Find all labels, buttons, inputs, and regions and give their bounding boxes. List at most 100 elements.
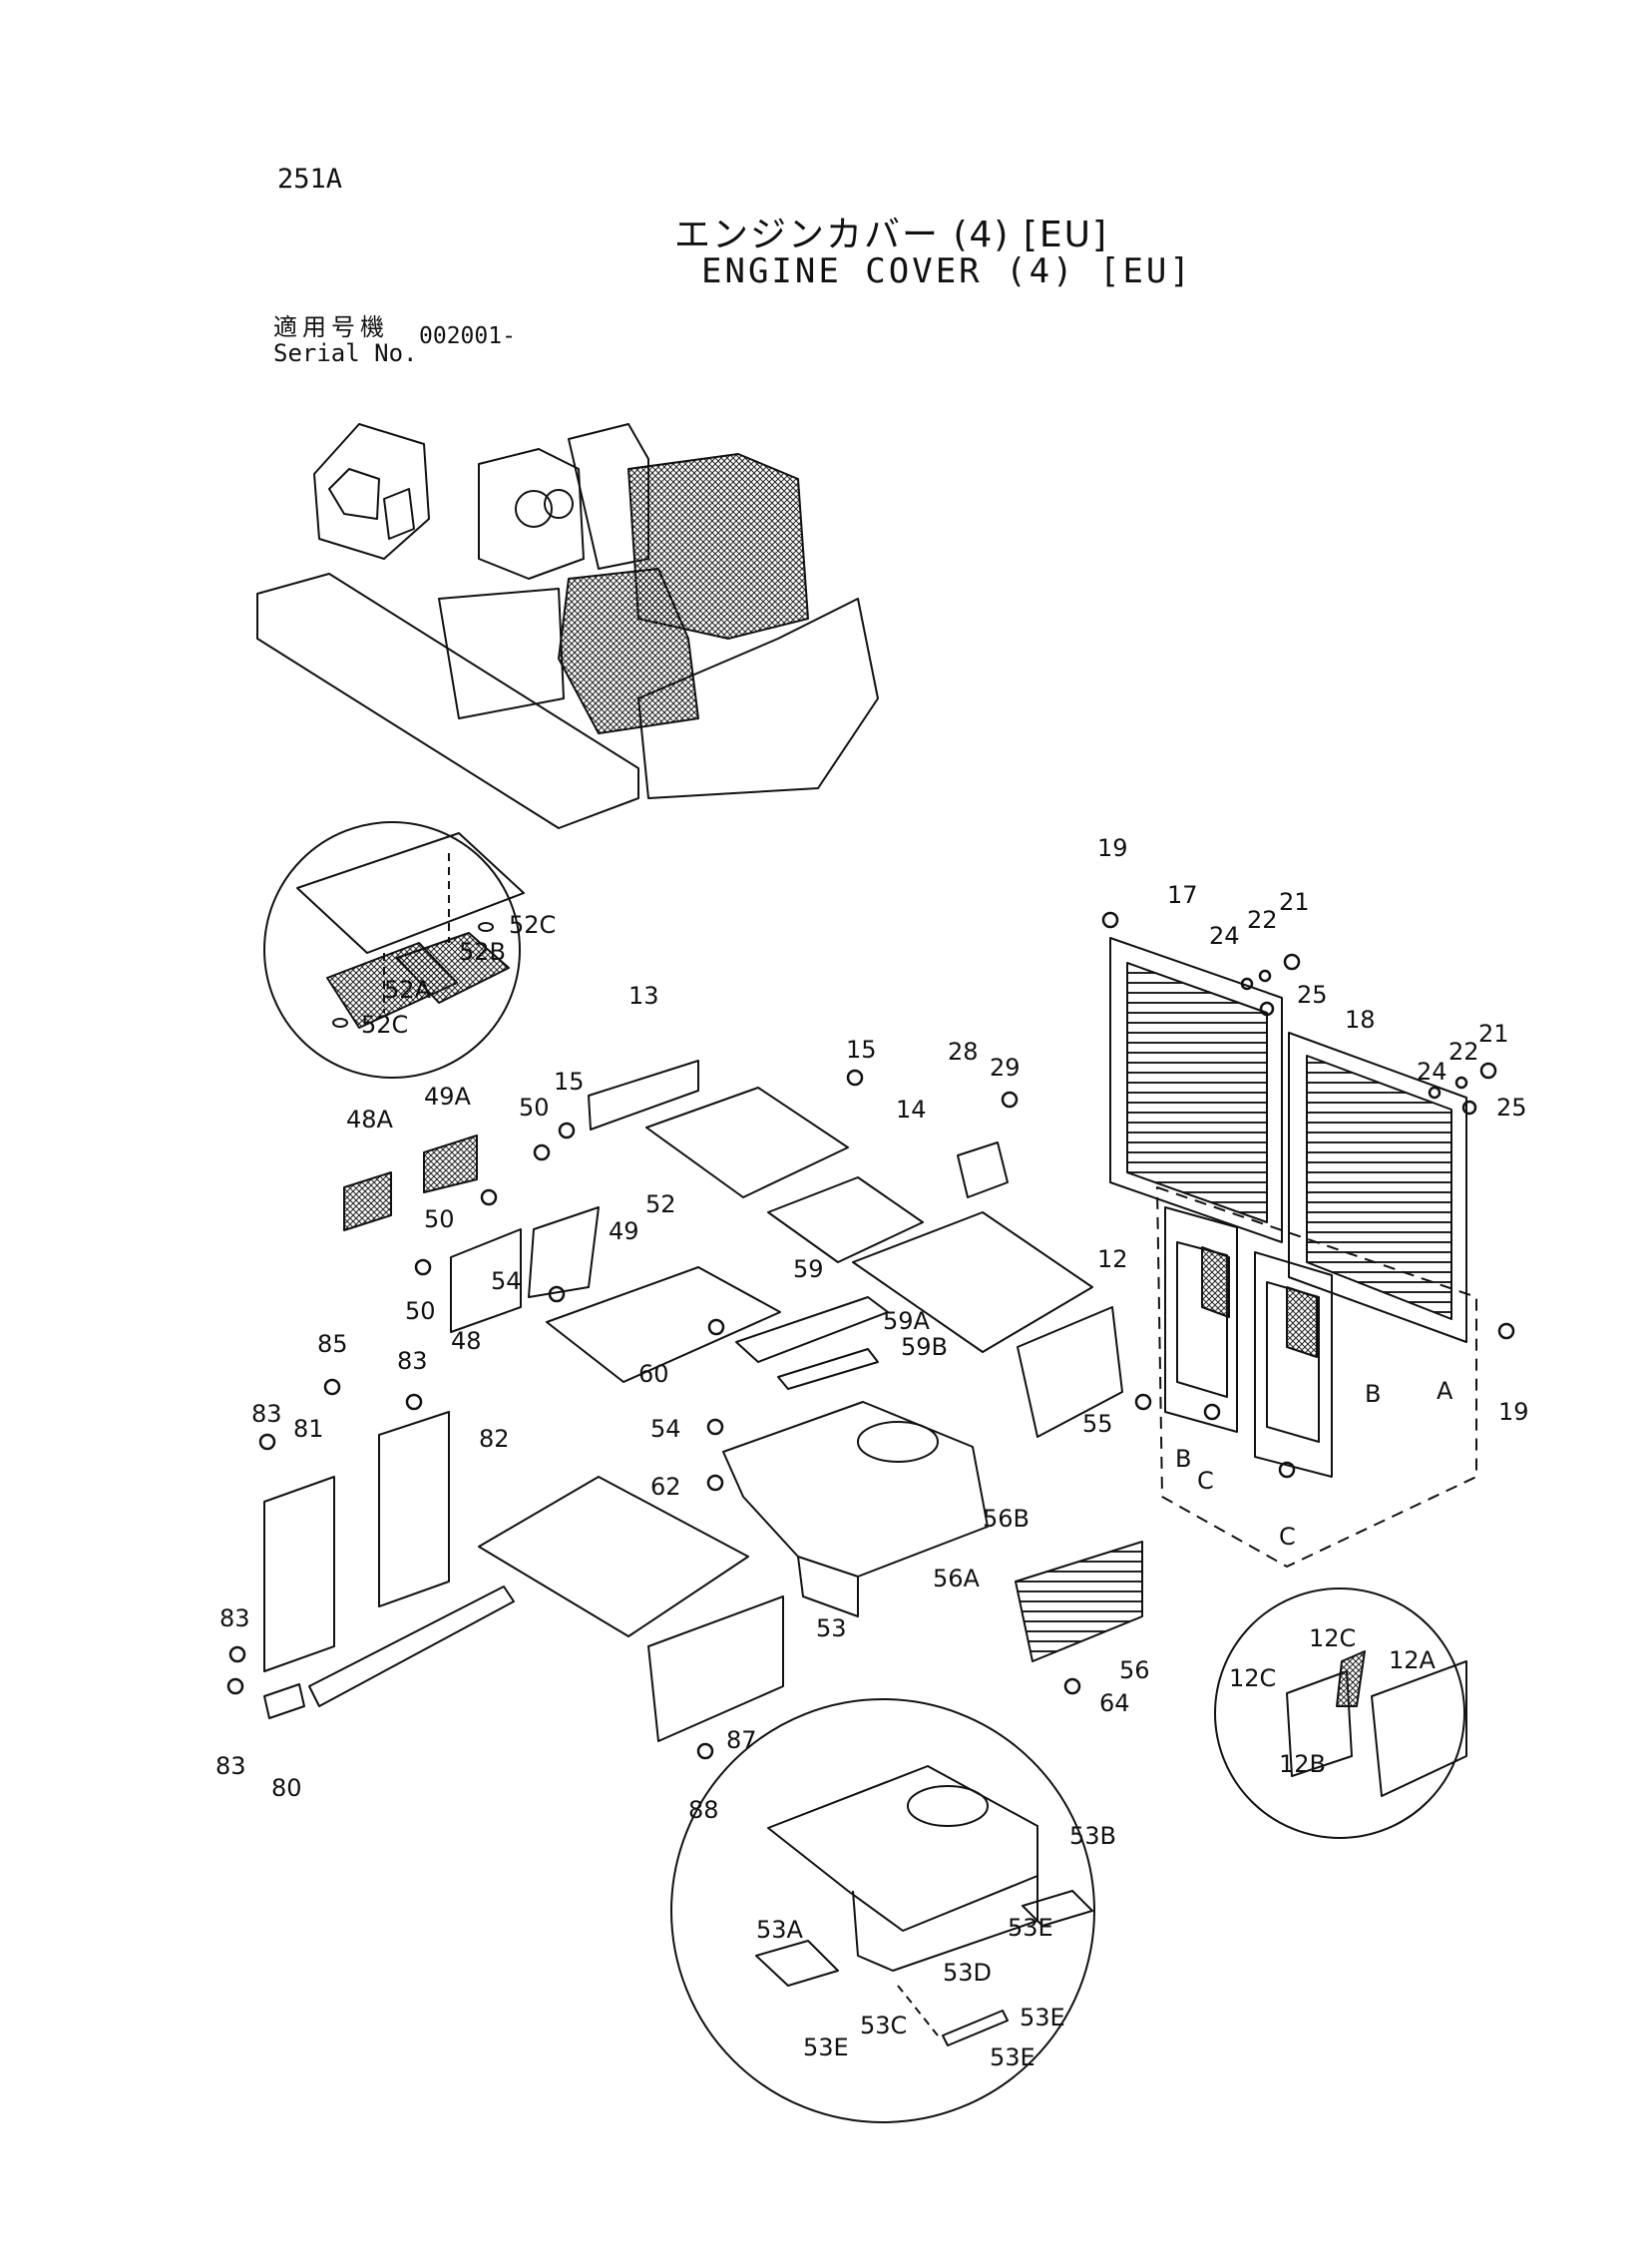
callout-c83c: 83 bbox=[219, 1604, 250, 1632]
serial-label-japanese: 適用号機 bbox=[273, 313, 389, 341]
callout-c22a: 22 bbox=[1247, 906, 1278, 934]
callout-c56B: 56B bbox=[983, 1505, 1030, 1533]
serial-label-english: Serial No. bbox=[273, 339, 418, 367]
callout-c25b: 25 bbox=[1496, 1094, 1527, 1122]
callout-c83d: 83 bbox=[215, 1752, 246, 1780]
callout-c59B: 59B bbox=[901, 1333, 948, 1361]
callout-c83a: 83 bbox=[397, 1347, 428, 1375]
callout-c62: 62 bbox=[650, 1473, 681, 1501]
callout-c52C1: 52C bbox=[509, 911, 556, 939]
callout-c28: 28 bbox=[948, 1038, 979, 1066]
cover-plates-14 bbox=[645, 1087, 1093, 1353]
callout-c24b: 24 bbox=[1417, 1058, 1447, 1086]
callout-c64: 64 bbox=[1099, 1689, 1130, 1717]
callout-c83b: 83 bbox=[251, 1400, 282, 1428]
grille-17 bbox=[1109, 937, 1283, 1243]
callout-c55: 55 bbox=[1082, 1410, 1113, 1438]
callout-cC1: C bbox=[1197, 1467, 1214, 1495]
callout-c52B: 52B bbox=[459, 938, 506, 966]
callout-c12A: 12A bbox=[1389, 1646, 1437, 1674]
callout-c56A: 56A bbox=[933, 1565, 981, 1592]
callout-c17: 17 bbox=[1167, 881, 1198, 909]
callout-c12: 12 bbox=[1097, 1245, 1128, 1273]
callout-c15b: 15 bbox=[846, 1036, 877, 1064]
callout-c53B: 53B bbox=[1069, 1822, 1116, 1850]
callout-c53A: 53A bbox=[756, 1916, 804, 1944]
callout-c60: 60 bbox=[638, 1360, 669, 1388]
serial-value: 002001- bbox=[419, 323, 516, 349]
cover-13 bbox=[588, 1060, 699, 1131]
callout-c81: 81 bbox=[293, 1415, 324, 1443]
panel-87 bbox=[647, 1595, 784, 1742]
callout-c53E2: 53E bbox=[1020, 2004, 1065, 2032]
callout-c48A: 48A bbox=[346, 1106, 394, 1133]
machine-overview-illustration bbox=[256, 423, 879, 829]
callout-c52A: 52A bbox=[384, 976, 432, 1004]
callout-c54a: 54 bbox=[491, 1267, 522, 1295]
cover-52 bbox=[546, 1266, 781, 1383]
callout-c53D: 53D bbox=[943, 1959, 992, 1987]
callout-c19b: 19 bbox=[1498, 1398, 1529, 1426]
callout-c56: 56 bbox=[1119, 1656, 1150, 1684]
inset-panel-12-detail bbox=[1214, 1587, 1467, 1839]
callout-c49: 49 bbox=[609, 1217, 639, 1245]
floor-plate bbox=[478, 1476, 749, 1637]
callout-c19a: 19 bbox=[1097, 834, 1128, 862]
bracket-80 bbox=[263, 1586, 515, 1719]
title-japanese: エンジンカバー (4) [EU] bbox=[674, 215, 1109, 255]
callout-c22b: 22 bbox=[1448, 1038, 1479, 1066]
filter-panels-B bbox=[1156, 1186, 1477, 1568]
part-callouts: 191724222125182422212519ABBCC52C52B52A52… bbox=[215, 834, 1529, 2071]
callout-c48: 48 bbox=[451, 1327, 482, 1355]
callout-c59: 59 bbox=[793, 1255, 824, 1283]
hinge-bracket-28 bbox=[957, 1141, 1009, 1198]
grille-56 bbox=[1015, 1541, 1143, 1662]
callout-c53: 53 bbox=[816, 1614, 847, 1642]
callout-c53E3: 53E bbox=[803, 2034, 849, 2061]
panel-49 bbox=[423, 1134, 600, 1298]
bracket-59 bbox=[735, 1296, 889, 1390]
inset-duct-53-detail bbox=[670, 1698, 1095, 2123]
callout-c15a: 15 bbox=[554, 1068, 585, 1096]
callout-c82: 82 bbox=[479, 1425, 510, 1453]
callout-c14: 14 bbox=[896, 1096, 927, 1124]
callout-c52C2: 52C bbox=[361, 1011, 408, 1039]
bolt-markers bbox=[226, 911, 1515, 1760]
callout-c50b: 50 bbox=[424, 1205, 455, 1233]
callout-c53E4: 53E bbox=[990, 2043, 1035, 2071]
callout-c25a: 25 bbox=[1297, 981, 1328, 1009]
callout-c24a: 24 bbox=[1209, 922, 1240, 950]
side-panel-12 bbox=[1017, 1306, 1123, 1438]
callout-c53E1: 53E bbox=[1008, 1914, 1053, 1942]
callout-c88: 88 bbox=[688, 1796, 719, 1824]
callout-c18: 18 bbox=[1345, 1006, 1376, 1034]
callout-c87: 87 bbox=[726, 1726, 757, 1754]
callout-c54b: 54 bbox=[650, 1415, 681, 1443]
callout-c12B: 12B bbox=[1279, 1750, 1326, 1778]
callout-c12C2: 12C bbox=[1229, 1664, 1276, 1692]
page-code: 251A bbox=[277, 164, 343, 195]
callout-c59A: 59A bbox=[883, 1307, 931, 1335]
duct-53 bbox=[722, 1401, 989, 1617]
callout-c53C: 53C bbox=[860, 2012, 907, 2039]
callout-cC2: C bbox=[1279, 1523, 1296, 1551]
panel-48 bbox=[343, 1171, 522, 1333]
callout-c85: 85 bbox=[317, 1330, 348, 1358]
callout-cB2: B bbox=[1175, 1445, 1191, 1473]
callout-c50c: 50 bbox=[405, 1297, 436, 1325]
callout-c21b: 21 bbox=[1478, 1020, 1509, 1048]
grille-18 bbox=[1288, 1032, 1467, 1343]
callout-c50a: 50 bbox=[519, 1094, 550, 1122]
side-cover-81-82 bbox=[263, 1411, 450, 1672]
callout-cA: A bbox=[1437, 1377, 1453, 1405]
callout-cB1: B bbox=[1365, 1380, 1381, 1408]
inset-cover-52-detail bbox=[263, 821, 525, 1079]
callout-c13: 13 bbox=[628, 982, 659, 1010]
callout-c49A: 49A bbox=[424, 1083, 472, 1111]
callout-c52: 52 bbox=[645, 1190, 676, 1218]
callout-c29: 29 bbox=[990, 1054, 1021, 1082]
callout-c12C1: 12C bbox=[1309, 1624, 1356, 1652]
callout-c80: 80 bbox=[271, 1774, 302, 1802]
title-english: ENGINE COVER (4) [EU] bbox=[701, 251, 1193, 291]
